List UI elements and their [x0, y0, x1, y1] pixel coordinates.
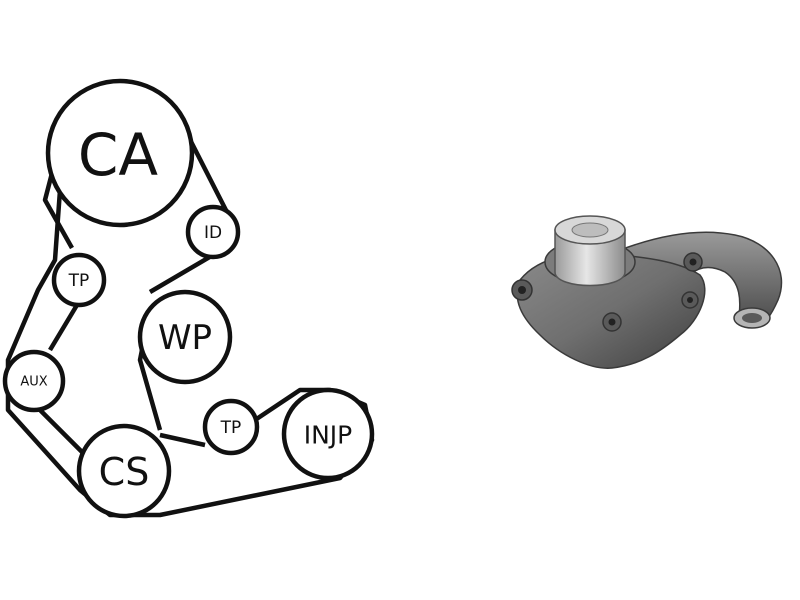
pulley-cs-label: CS — [99, 450, 150, 494]
pulley-wp: WP — [137, 289, 233, 385]
pulley-ca: CA — [45, 78, 195, 228]
pump-mount-hole-right — [689, 258, 697, 266]
pump-pulley-hub-center — [571, 222, 609, 238]
pulley-injp: INJP — [281, 387, 375, 481]
pulley-ca-label: CA — [78, 121, 158, 189]
pump-mount-hole-bottom — [608, 318, 616, 326]
pulley-aux: AUX — [2, 349, 66, 413]
pulley-tp-lower: TP — [202, 398, 260, 456]
belt-tp-cs — [159, 432, 206, 448]
pulley-tp-lower-label: TP — [220, 418, 242, 438]
pulley-aux-label: AUX — [20, 375, 47, 390]
pulley-id: ID — [185, 204, 241, 260]
water-pump-image — [511, 215, 783, 369]
pump-pulley-hub — [554, 229, 626, 287]
belt-tp1-aux — [48, 298, 82, 352]
pump-outlet-arm — [619, 231, 783, 326]
pulley-tp-upper-label: TP — [68, 271, 90, 291]
pulley-wp-label: WP — [158, 318, 212, 358]
pulley-id-label: ID — [204, 223, 222, 243]
pump-mount-hole-left — [518, 286, 526, 294]
pulley-cs: CS — [76, 423, 172, 519]
pump-outlet-bore — [742, 313, 762, 323]
pulley-injp-label: INJP — [304, 421, 353, 450]
pulley-tp-upper: TP — [51, 252, 107, 308]
pump-mount-hole-front — [687, 297, 693, 303]
